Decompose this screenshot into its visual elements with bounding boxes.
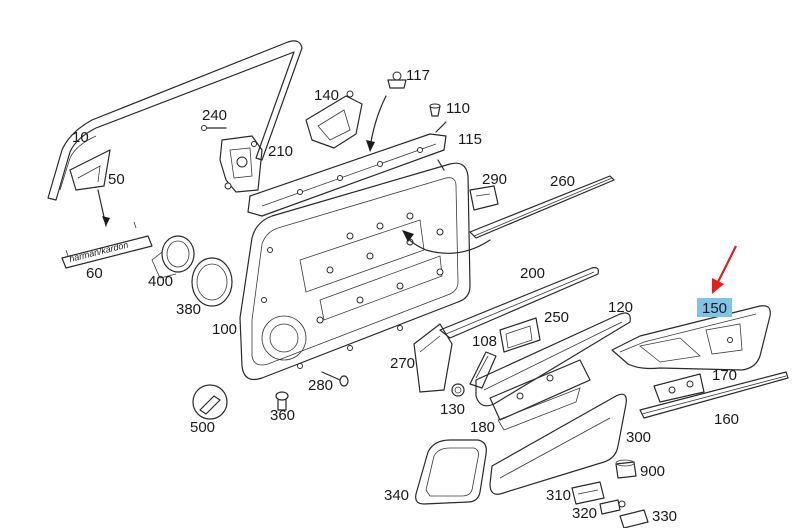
part-270-side-cover[interactable]	[413, 323, 453, 393]
part-360-clip[interactable]	[275, 391, 289, 411]
part-150-upper-trim[interactable]	[611, 305, 771, 371]
part-280-screw[interactable]	[321, 371, 349, 387]
label-108[interactable]: 108	[472, 333, 497, 350]
part-50-mirror-cover[interactable]	[69, 149, 111, 227]
label-900[interactable]: 900	[640, 463, 665, 480]
label-210[interactable]: 210	[268, 143, 293, 160]
label-240[interactable]: 240	[202, 107, 227, 124]
part-10-window-trim[interactable]	[47, 40, 303, 201]
part-340-pocket-frame[interactable]	[415, 439, 487, 505]
label-300[interactable]: 300	[626, 429, 651, 446]
svg-text:harman/kardon: harman/kardon	[68, 240, 129, 264]
part-400-speaker[interactable]	[151, 235, 195, 279]
label-400[interactable]: 400	[148, 273, 173, 290]
label-500[interactable]: 500	[190, 419, 215, 436]
label-360[interactable]: 360	[270, 407, 295, 424]
part-117-clip[interactable]	[366, 71, 407, 152]
label-160[interactable]: 160	[714, 411, 739, 428]
label-330[interactable]: 330	[652, 508, 677, 525]
label-100[interactable]: 100	[212, 321, 237, 338]
label-10[interactable]: 10	[72, 129, 89, 146]
label-260[interactable]: 260	[550, 173, 575, 190]
part-320-connector[interactable]	[599, 499, 626, 515]
part-260-seal[interactable]	[469, 175, 615, 239]
label-117[interactable]: 117	[406, 67, 430, 84]
label-270[interactable]: 270	[390, 355, 415, 372]
label-60[interactable]: 60	[86, 265, 103, 282]
part-210-lock-bracket[interactable]	[219, 135, 263, 193]
label-380[interactable]: 380	[176, 301, 201, 318]
label-340[interactable]: 340	[384, 487, 409, 504]
part-160-trim-strip[interactable]	[639, 371, 789, 419]
label-290[interactable]: 290	[482, 171, 507, 188]
part-290-switch[interactable]	[469, 185, 499, 211]
part-900-module[interactable]	[615, 459, 637, 479]
part-170-bracket[interactable]	[653, 373, 705, 403]
label-150[interactable]: 150	[702, 300, 727, 317]
part-110-plug[interactable]	[429, 103, 441, 117]
part-310-light[interactable]	[571, 481, 605, 505]
label-250[interactable]: 250	[544, 309, 569, 326]
label-170[interactable]: 170	[712, 367, 737, 384]
part-130-knob[interactable]	[451, 383, 465, 397]
label-310[interactable]: 310	[546, 487, 571, 504]
label-200[interactable]: 200	[520, 265, 545, 282]
part-100-door-panel[interactable]	[239, 162, 471, 381]
highlight-box	[697, 298, 732, 317]
part-200-trim-strip[interactable]	[439, 267, 599, 339]
part-500-tool[interactable]	[192, 384, 228, 420]
assembly-arrow	[402, 230, 491, 254]
part-300-lower-panel[interactable]	[489, 393, 627, 495]
label-115[interactable]: 115	[458, 131, 482, 148]
label-280[interactable]: 280	[308, 377, 333, 394]
part-330-switch[interactable]	[619, 509, 649, 528]
label-320[interactable]: 320	[572, 505, 597, 522]
label-140[interactable]: 140	[314, 87, 339, 104]
label-50[interactable]: 50	[108, 171, 125, 188]
label-120[interactable]: 120	[608, 299, 633, 316]
part-250-handle-pocket[interactable]	[499, 317, 541, 353]
label-110[interactable]: 110	[446, 100, 470, 117]
part-108-bracket[interactable]	[469, 351, 497, 389]
part-140-bracket[interactable]	[305, 90, 363, 149]
part-120-armrest[interactable]	[475, 312, 631, 407]
part-180-carrier[interactable]	[489, 359, 591, 431]
label-180[interactable]: 180	[470, 419, 495, 436]
callout-arrow	[712, 245, 737, 294]
label-130[interactable]: 130	[440, 401, 465, 418]
part-115-upper-rail[interactable]	[247, 121, 447, 217]
part-380-speaker-ring[interactable]	[191, 257, 233, 307]
part-240-screw[interactable]	[201, 125, 227, 131]
part-60-badge[interactable]: harman/kardon	[61, 221, 153, 269]
